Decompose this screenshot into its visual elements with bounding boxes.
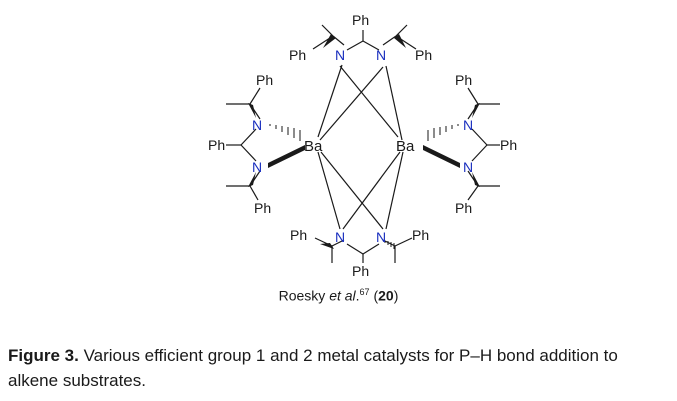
barium-atom-left: Ba [304, 138, 323, 155]
phenyl-label: Ph [208, 137, 225, 153]
credit-reference: 67 [359, 287, 370, 297]
ba-n-bonds [317, 64, 404, 230]
credit-dot: . [355, 287, 360, 304]
nitrogen-atom: N [463, 117, 473, 133]
left-amidinate [226, 87, 305, 201]
top-amidinate [312, 24, 417, 51]
right-amidinate [423, 87, 500, 201]
phenyl-label: Ph [289, 47, 306, 63]
phenyl-label: Ph [352, 12, 369, 28]
compound-number: 20 [378, 287, 394, 304]
nitrogen-atom: N [376, 47, 386, 63]
compound-credit: Roesky et al.67 (20) [0, 287, 677, 304]
credit-etal: et al [329, 287, 356, 304]
nitrogen-atom: N [376, 229, 386, 245]
phenyl-label: Ph [412, 227, 429, 243]
bottom-amidinate [314, 237, 413, 263]
phenyl-label: Ph [352, 263, 369, 279]
nitrogen-atom: N [335, 229, 345, 245]
phenyl-label: Ph [415, 47, 432, 63]
phenyl-label: Ph [290, 227, 307, 243]
phenyl-label: Ph [455, 200, 472, 216]
credit-author: Roesky [278, 287, 326, 304]
phenyl-label: Ph [254, 200, 271, 216]
nitrogen-atom: N [252, 159, 262, 175]
credit-open: ( [369, 287, 379, 304]
figure-caption: Figure 3. Various efficient group 1 and … [8, 343, 668, 393]
phenyl-label: Ph [256, 72, 273, 88]
figure-caption-text: Various efficient group 1 and 2 metal ca… [8, 346, 618, 390]
phenyl-label: Ph [500, 137, 517, 153]
nitrogen-atom: N [252, 117, 262, 133]
nitrogen-atom: N [463, 159, 473, 175]
figure-label: Figure 3. [8, 346, 79, 365]
barium-atom-right: Ba [396, 138, 415, 155]
credit-close: ) [393, 287, 399, 304]
nitrogen-atom: N [335, 47, 345, 63]
phenyl-label: Ph [455, 72, 472, 88]
